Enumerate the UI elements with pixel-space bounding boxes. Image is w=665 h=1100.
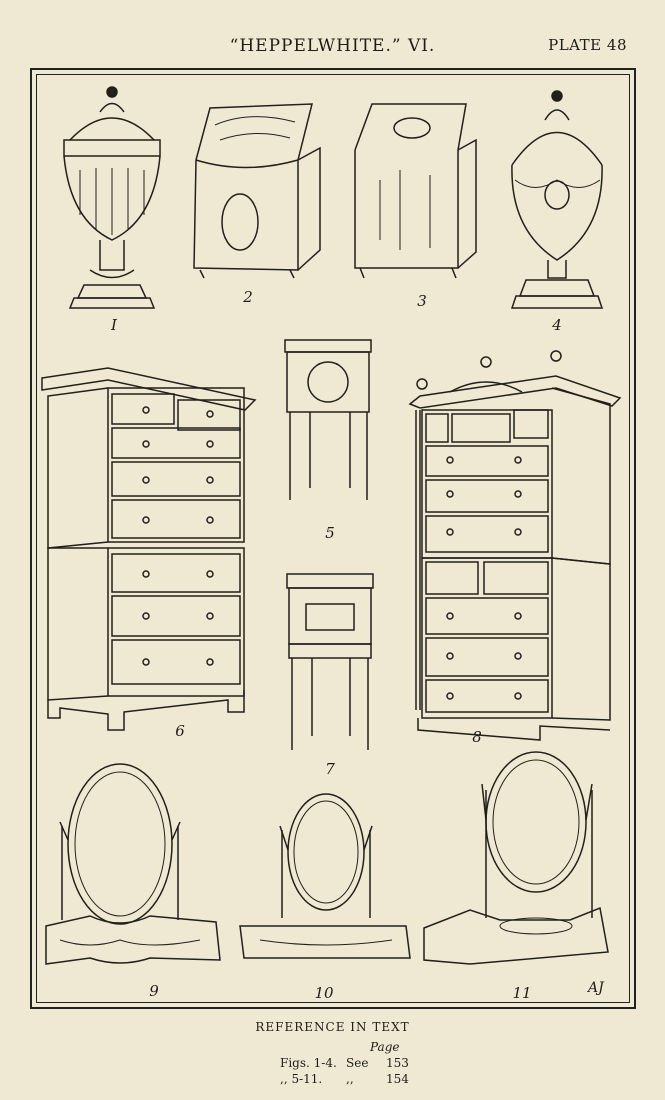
figure-number-9: 9 xyxy=(149,982,159,1000)
tallboy-illustration-8 xyxy=(408,350,622,741)
pot-cupboard-illustration-5 xyxy=(284,339,372,500)
toilet-mirror-illustration-9 xyxy=(45,763,221,965)
toilet-mirror-illustration-11 xyxy=(423,751,609,965)
figure-number-4: 4 xyxy=(552,316,562,334)
figure-number-2: 2 xyxy=(243,288,253,306)
reference-page: 153 xyxy=(386,1056,409,1070)
reference-figs: ,, 5-11. xyxy=(280,1072,323,1086)
figure-number-1: I xyxy=(111,316,117,334)
figure-number-7: 7 xyxy=(325,760,335,778)
header-title: “HEPPELWHITE.” VI. xyxy=(229,36,436,56)
reference-see: See xyxy=(346,1056,369,1070)
plate-frame-inner xyxy=(36,74,630,1003)
reference-heading: REFERENCE IN TEXT xyxy=(255,1020,410,1034)
knife-box-illustration-2 xyxy=(193,103,321,279)
artist-monogram: AJ xyxy=(588,980,604,996)
figure-number-8: 8 xyxy=(472,728,482,746)
figure-number-3: 3 xyxy=(417,292,427,310)
plate-number: PLATE 48 xyxy=(548,36,627,54)
reference-figs: Figs. 1-4. xyxy=(280,1056,337,1070)
night-table-illustration-7 xyxy=(286,573,374,750)
figure-number-11: 11 xyxy=(512,984,532,1002)
reference-page: 154 xyxy=(386,1072,409,1086)
urn-illustration-1 xyxy=(63,86,161,309)
reference-see: ,, xyxy=(346,1072,354,1086)
figure-number-5: 5 xyxy=(325,524,335,542)
figure-number-10: 10 xyxy=(314,984,334,1002)
toilet-mirror-illustration-10 xyxy=(239,793,411,959)
urn-illustration-4 xyxy=(510,90,604,309)
reference-page-label: Page xyxy=(370,1040,400,1054)
reference-row: Figs. 1-4. See 153 xyxy=(280,1056,409,1070)
chest-on-chest-illustration-6 xyxy=(41,367,257,731)
plate-frame-outer xyxy=(30,68,636,1009)
knife-box-illustration-3 xyxy=(354,103,477,279)
figure-number-6: 6 xyxy=(175,722,185,740)
reference-row: ,, 5-11.,, 154 xyxy=(280,1072,409,1086)
